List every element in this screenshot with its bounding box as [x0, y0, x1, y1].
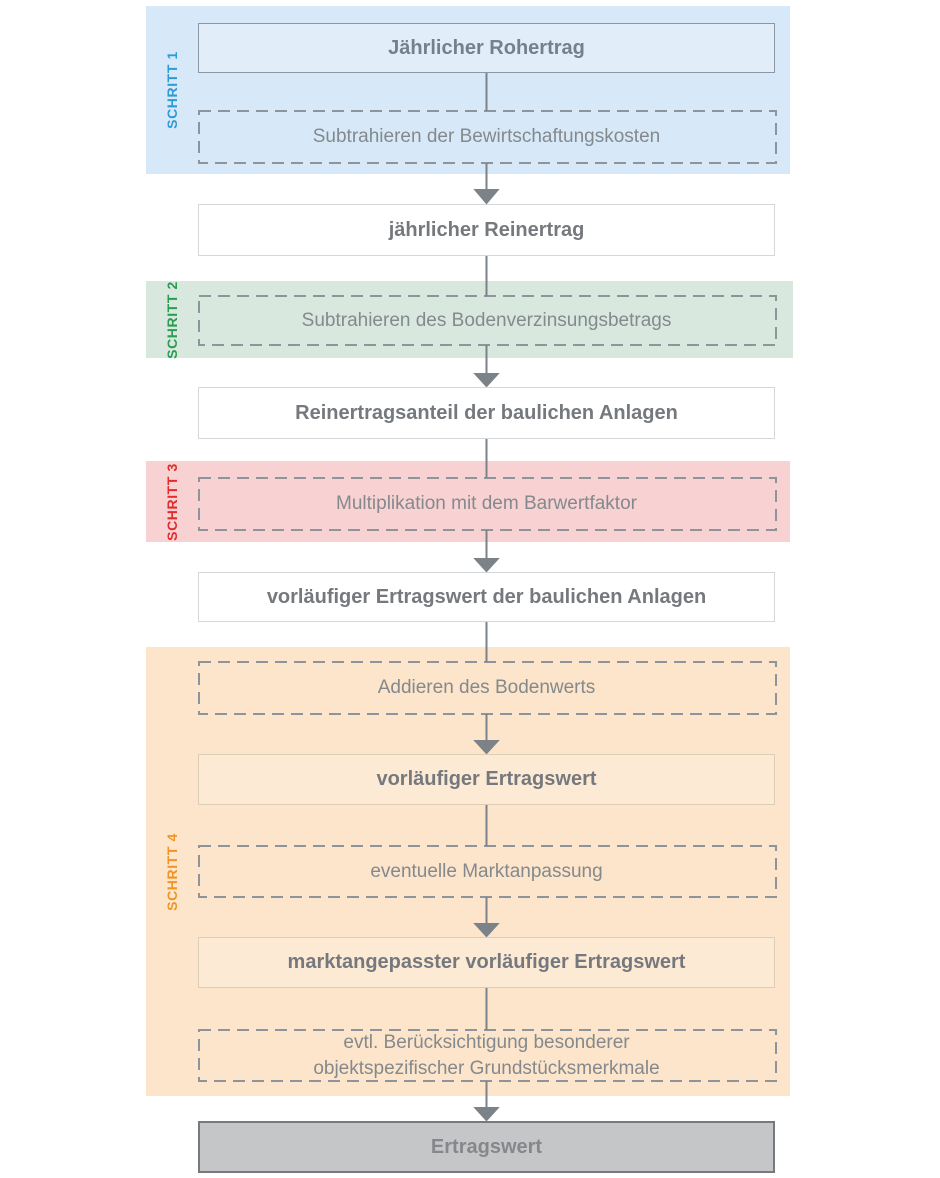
box-marktangepasster-ertragswert-label: marktangepasster vorläufiger Ertragswert — [287, 951, 686, 973]
dashed-box-bodenwert: Addieren des Bodenwerts — [198, 662, 775, 714]
arrow-head-2 — [473, 373, 500, 388]
dashed-box-bodenverzinsung-label: Subtrahieren des Bodenverzinsungsbetrags — [301, 309, 672, 331]
schritt-3-label: SCHRITT 3 — [164, 462, 180, 541]
box-vorlaeufiger-ertragswert-anlagen-label: vorläufiger Ertragswert der baulichen An… — [266, 585, 707, 608]
schritt-1-label: SCHRITT 1 — [164, 51, 180, 129]
dashed-box-bodenwert-label: Addieren des Bodenwerts — [377, 677, 596, 699]
dashed-box-barwertfaktor-label: Multiplikation mit dem Barwertfaktor — [336, 493, 637, 515]
dashed-box-marktanpassung-label: eventuelle Marktanpassung — [370, 860, 603, 882]
dashed-box-bewirtschaftungskosten-label: Subtrahieren der Bewirtschaftungskosten — [312, 126, 661, 148]
dashed-box-marktanpassung: eventuelle Marktanpassung — [198, 846, 775, 897]
box-reinertragsanteil-label: Reinertragsanteil der baulichen Anlagen — [295, 401, 678, 424]
box-vorlaeufiger-ertragswert: vorläufiger Ertragswert — [198, 754, 775, 805]
dashed-box-grundstuecksmerkmale-line2: objektspezifischer Grundstücksmerkmale — [313, 1057, 660, 1079]
box-jaehrlicher-reinertrag: jährlicher Reinertrag — [198, 204, 775, 256]
box-ertragswert-label: Ertragswert — [430, 1135, 543, 1158]
box-vorlaeufiger-ertragswert-label: vorläufiger Ertragswert — [376, 768, 597, 790]
box-marktangepasster-ertragswert: marktangepasster vorläufiger Ertragswert — [198, 937, 775, 988]
box-jaehrlicher-reinertrag-label: jährlicher Reinertrag — [388, 218, 585, 241]
arrow-head-1 — [473, 189, 500, 205]
box-vorlaeufiger-ertragswert-anlagen: vorläufiger Ertragswert der baulichen An… — [198, 572, 775, 622]
dashed-box-barwertfaktor: Multiplikation mit dem Barwertfaktor — [198, 478, 775, 530]
schritt-2-label-wrap: SCHRITT 2 — [146, 280, 198, 359]
dashed-box-grundstuecksmerkmale-line1: evtl. Berücksichtigung besonderer — [343, 1032, 630, 1054]
dashed-box-bewirtschaftungskosten: Subtrahieren der Bewirtschaftungskosten — [198, 111, 775, 163]
box-jaehrlicher-rohertrag-label: Jährlicher Rohertrag — [388, 36, 585, 59]
dashed-box-bodenverzinsung: Subtrahieren des Bodenverzinsungsbetrags — [198, 296, 775, 345]
schritt-1-label-wrap: SCHRITT 1 — [146, 6, 198, 174]
box-reinertragsanteil: Reinertragsanteil der baulichen Anlagen — [198, 387, 775, 439]
arrow-head-6 — [473, 1107, 500, 1122]
box-ertragswert: Ertragswert — [198, 1121, 775, 1173]
schritt-3-label-wrap: SCHRITT 3 — [146, 461, 198, 542]
arrow-head-3 — [473, 558, 500, 573]
box-jaehrlicher-rohertrag: Jährlicher Rohertrag — [198, 23, 775, 73]
schritt-2-label: SCHRITT 2 — [164, 280, 180, 359]
schritt-4-label-wrap: SCHRITT 4 — [146, 647, 198, 1096]
dashed-box-grundstuecksmerkmale: evtl. Berücksichtigung besonderer objekt… — [198, 1030, 775, 1081]
schritt-4-label: SCHRITT 4 — [164, 832, 180, 911]
